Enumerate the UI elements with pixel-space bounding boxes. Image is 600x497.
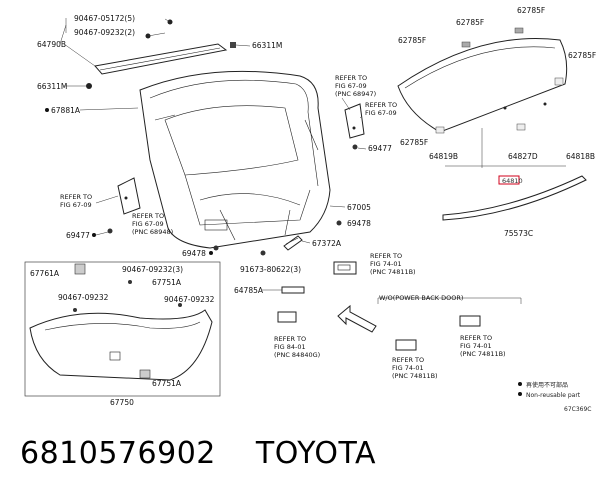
label-62785F-5: 62785F (400, 138, 428, 147)
footer: 6810576902 TOYOTA (20, 436, 580, 480)
back-door-panel (139, 70, 331, 249)
label-64810: 64810 (502, 177, 523, 185)
ref-67-09-c-l2: FIG 67-09 (335, 82, 367, 90)
label-66311M-a: 66311M (252, 41, 282, 50)
ref-67-09-a-l2: FIG 67-09 (60, 201, 92, 209)
label-62785F-1: 62785F (456, 18, 484, 27)
label-67372A: 67372A (312, 239, 342, 248)
label-90467-09232-3: 90467-09232(3) (122, 265, 183, 274)
label-69477-b: 69477 (368, 144, 392, 153)
label-67750: 67750 (110, 398, 134, 407)
ref-74-01-a-l1: REFER TO (370, 252, 402, 260)
stay-damper-67372A (283, 235, 303, 251)
label-64785A: 64785A (234, 286, 264, 295)
label-64819B: 64819B (429, 152, 458, 161)
hinge-bracket (117, 177, 141, 215)
diagram-code: 67C369C (564, 406, 591, 413)
label-90467-09232-l: 90467-09232 (58, 293, 109, 302)
legend-reuse-ja: 再使用不可部品 (526, 381, 568, 389)
label-62785F-3: 62785F (398, 36, 426, 45)
label-90467-05172: 90467-05172(5) (74, 14, 135, 23)
garnish-strip-64790B (94, 18, 236, 75)
label-64827D: 64827D (508, 152, 538, 161)
ref-74-01-c-l3: (PNC 74811B) (460, 350, 506, 358)
handle-64785A (281, 286, 305, 294)
label-62785F-2: 62785F (517, 6, 545, 15)
lock-assembly (333, 261, 357, 275)
brand-name: TOYOTA (255, 436, 377, 471)
label-75573C: 75573C (504, 229, 533, 238)
ref-67-09-d-l1: REFER TO (365, 101, 397, 109)
legend-reuse-en: Non-reusable part (526, 392, 581, 399)
label-69478-a: 69478 (182, 249, 206, 258)
ref-74-01-a-l3: (PNC 74811B) (370, 268, 416, 276)
label-67751A-1: 67751A (152, 278, 182, 287)
ref-74-01-b-l3: (PNC 74811B) (392, 372, 438, 380)
ref-74-01-b-l1: REFER TO (392, 356, 424, 364)
hinge-67-09 (344, 103, 365, 139)
ref-67-09-d-l2: FIG 67-09 (365, 109, 397, 117)
direction-arrow (337, 304, 377, 333)
trim-box (24, 261, 221, 397)
label-91673: 91673-80622(3) (240, 265, 301, 274)
ref-74-01-b-l2: FIG 74-01 (392, 364, 424, 372)
label-wo-power-door: W/O(POWER BACK DOOR) (379, 294, 463, 302)
switch-84840G (277, 311, 297, 323)
label-69478-b: 69478 (347, 219, 371, 228)
parts-diagram: 90467-05172(5) 90467-09232(2) 64790B 663… (24, 6, 596, 413)
ref-67-09-c-l3: (PNC 68947) (335, 90, 376, 98)
label-67881A: 67881A (51, 106, 81, 115)
label-62785F-4: 62785F (568, 51, 596, 60)
back-glass-64810 (397, 27, 568, 134)
ref-74-01-c-l1: REFER TO (460, 334, 492, 342)
ref-84-01-l2: FIG 84-01 (274, 343, 306, 351)
ref-84-01-l3: (PNC 84840G) (274, 351, 320, 359)
label-69477-a: 69477 (66, 231, 90, 240)
ref-67-09-b-l3: (PNC 68948) (132, 228, 173, 236)
ref-84-01-l1: REFER TO (274, 335, 306, 343)
label-67761A: 67761A (30, 269, 60, 278)
label-64790B: 64790B (37, 40, 66, 49)
part-number: 6810576902 (20, 436, 216, 471)
label-66311M-b: 66311M (37, 82, 67, 91)
legend (518, 382, 522, 396)
ref-67-09-c-l1: REFER TO (335, 74, 367, 82)
ref-67-09-a-l1: REFER TO (60, 193, 92, 201)
without-power-door-box (377, 297, 522, 351)
label-67751A-2: 67751A (152, 379, 182, 388)
label-90467-09232-r: 90467-09232 (164, 295, 215, 304)
label-90467-09232-top: 90467-09232(2) (74, 28, 135, 37)
ref-67-09-b-l2: FIG 67-09 (132, 220, 164, 228)
ref-67-09-b-l1: REFER TO (132, 212, 164, 220)
ref-74-01-c-l2: FIG 74-01 (460, 342, 492, 350)
label-67005: 67005 (347, 203, 371, 212)
label-64818B: 64818B (566, 152, 595, 161)
ref-74-01-a-l2: FIG 74-01 (370, 260, 402, 268)
spoiler-75573C (442, 175, 587, 221)
